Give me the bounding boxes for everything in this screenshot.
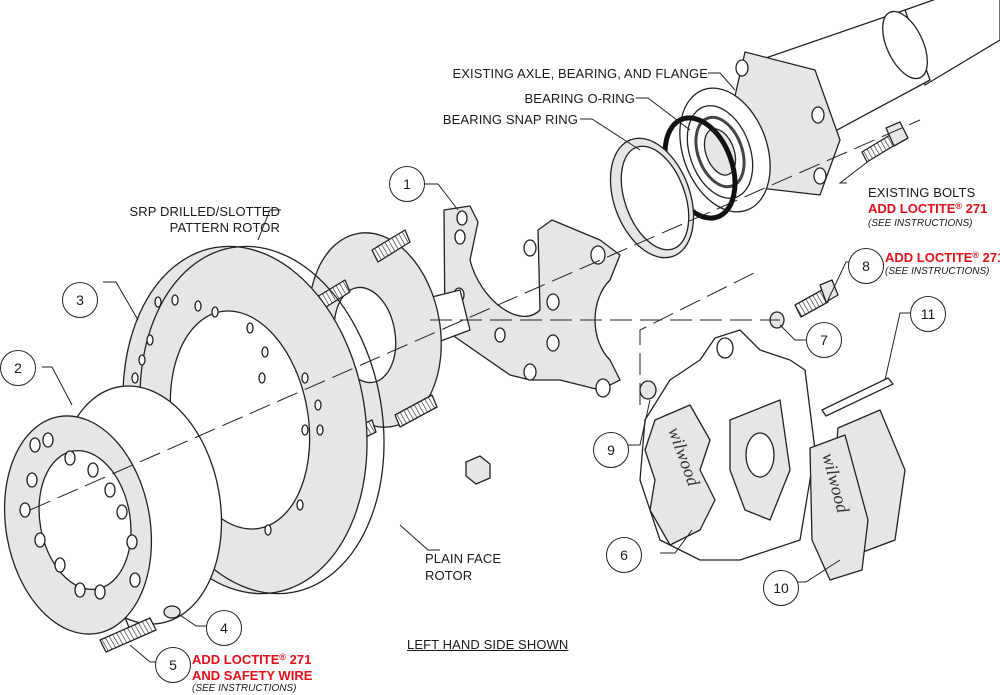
- label-existing-bolts: EXISTING BOLTS: [868, 185, 976, 200]
- callout-5: 5: [155, 647, 191, 683]
- label-plain-face-line1: PLAIN FACE: [425, 551, 502, 566]
- washer-4: [163, 605, 181, 619]
- cotter-pin: [821, 377, 894, 417]
- callout-10: 10: [763, 570, 799, 606]
- loctite-prefix: ADD LOCTITE: [885, 250, 973, 265]
- shim-9: [639, 380, 657, 400]
- loctite-number: 271: [289, 652, 312, 667]
- label-bearing-snap-ring: BEARING SNAP RING: [442, 112, 578, 127]
- brake-pads: [809, 409, 906, 581]
- callout-1: 1: [389, 166, 425, 202]
- callout-11: 11: [910, 296, 946, 332]
- callout-6: 6: [606, 537, 642, 573]
- loctite-prefix: ADD LOCTITE: [868, 201, 956, 216]
- existing-bolt: [861, 121, 909, 163]
- see-instructions-item-8: (SEE INSTRUCTIONS): [885, 266, 990, 277]
- caliper: [639, 329, 816, 561]
- see-instructions-existing-bolts: (SEE INSTRUCTIONS): [868, 218, 973, 229]
- label-srp-rotor-line2: PATTERN ROTOR: [169, 220, 280, 235]
- lug-nut: [465, 455, 491, 485]
- label-plain-face-line2: ROTOR: [425, 568, 473, 583]
- caliper-bracket: [443, 205, 621, 398]
- loctite-note-item-8: ADD LOCTITE® 271: [885, 250, 1000, 265]
- callout-4: 4: [206, 610, 242, 646]
- caliper-bolt: [794, 289, 829, 318]
- rotor-hat: [3, 385, 223, 635]
- label-srp-rotor-line1: SRP DRILLED/SLOTTED: [129, 204, 280, 219]
- registered-mark: ®: [972, 250, 980, 260]
- label-existing-axle: EXISTING AXLE, BEARING, AND FLANGE: [452, 66, 708, 81]
- callout-8: 8: [848, 248, 884, 284]
- loctite-number: 271: [982, 250, 1000, 265]
- see-instructions-item-5: (SEE INSTRUCTIONS): [192, 683, 297, 694]
- registered-mark: ®: [279, 652, 287, 662]
- callout-9: 9: [593, 432, 629, 468]
- loctite-number: 271: [965, 201, 988, 216]
- registered-mark: ®: [955, 201, 963, 211]
- loctite-note-item-5: ADD LOCTITE® 271: [192, 652, 311, 667]
- callout-7: 7: [806, 322, 842, 358]
- rotor-bolt: [99, 617, 157, 653]
- callout-3: 3: [62, 282, 98, 318]
- loctite-note-existing-bolts: ADD LOCTITE® 271: [868, 201, 987, 216]
- callout-2: 2: [0, 350, 36, 386]
- loctite-prefix: ADD LOCTITE: [192, 652, 280, 667]
- label-bearing-oring: BEARING O-RING: [524, 91, 635, 106]
- safety-wire-note: AND SAFETY WIRE: [192, 668, 313, 683]
- diagram-title: LEFT HAND SIDE SHOWN: [407, 637, 569, 652]
